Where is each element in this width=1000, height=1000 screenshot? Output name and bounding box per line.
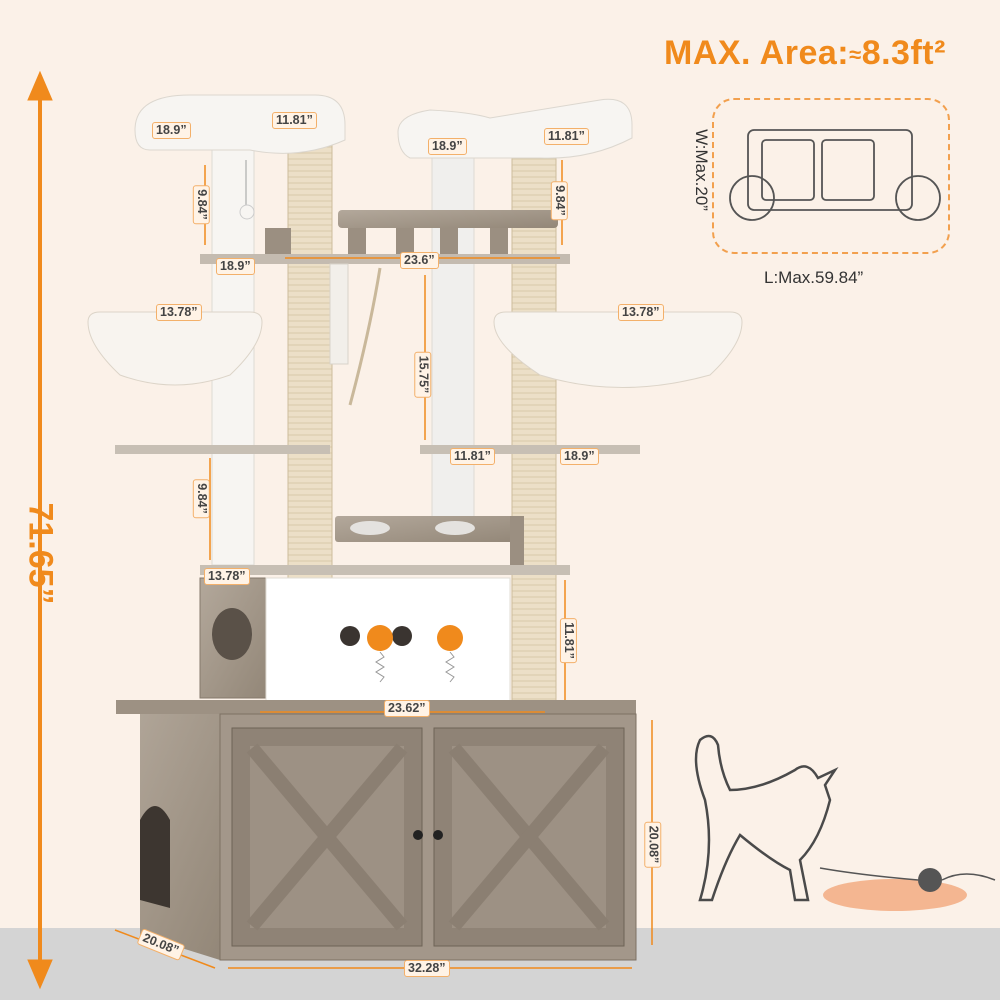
dim-window-shelf-left: 18.9” [216,258,255,275]
dim-right-platform-middle: 11.81” [450,448,495,465]
overall-height-label: 71.65” [21,502,60,605]
dim-bowl-stand-gap: 11.81” [559,618,577,663]
dim-cabinet-height: 20.08” [644,821,662,868]
dim-top-left-post-gap: 9.84” [192,185,210,224]
footprint-diagram [729,129,941,221]
height-arrow [27,70,53,990]
dim-right-platform-side: 18.9” [560,448,599,465]
dim-top-left-perch-width: 18.9” [152,122,191,139]
dim-top-left-perch-depth: 11.81” [272,112,317,129]
dim-bowl-stand-width: 23.62” [384,700,430,717]
dim-right-hammock: 13.78” [618,304,664,321]
footprint-width-label: W:Max.20” [691,129,711,211]
dim-top-right-perch-depth: 11.81” [544,128,589,145]
dim-left-hammock: 13.78” [156,304,202,321]
footprint-length-label: L:Max.59.84” [764,268,864,287]
dim-condo-width: 13.78” [204,568,250,585]
cat-outline-icon [694,734,996,911]
dim-top-right-post-gap: 9.84” [550,181,568,220]
dim-top-right-perch-width: 18.9” [428,138,467,155]
footprint-frame [712,98,950,254]
dim-middle-post-gap: 15.75” [414,351,432,398]
dim-cabinet-width: 32.28” [404,960,450,977]
dim-window-shelf-width: 23.6” [400,252,439,269]
max-area-title: MAX. Area:≈8.3ft² [664,34,946,72]
dim-left-lower-gap: 9.84” [192,479,210,518]
